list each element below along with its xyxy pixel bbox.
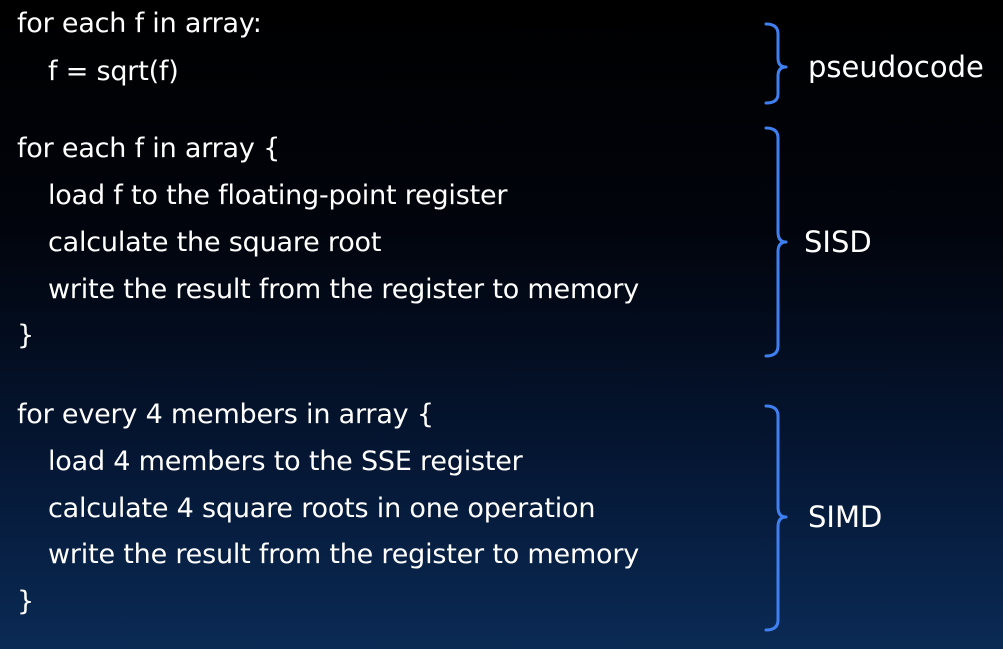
- sisd-line-5: }: [17, 320, 34, 351]
- pseudocode-line-1: for each f in array:: [17, 8, 262, 39]
- pseudocode-line-2: f = sqrt(f): [48, 56, 179, 87]
- simd-line-3: calculate 4 square roots in one operatio…: [48, 493, 596, 524]
- sisd-line-1: for each f in array {: [17, 133, 281, 164]
- sisd-label: SISD: [804, 225, 872, 259]
- pseudocode-label: pseudocode: [808, 50, 984, 84]
- simd-brace: [764, 404, 788, 632]
- sisd-line-4: write the result from the register to me…: [48, 274, 640, 305]
- sisd-line-2: load f to the floating-point register: [48, 180, 508, 211]
- pseudocode-brace: [764, 22, 788, 105]
- simd-label: SIMD: [808, 500, 883, 534]
- sisd-brace: [764, 126, 788, 358]
- simd-line-5: }: [17, 586, 34, 617]
- sisd-line-3: calculate the square root: [48, 227, 382, 258]
- simd-line-2: load 4 members to the SSE register: [48, 446, 523, 477]
- simd-line-1: for every 4 members in array {: [17, 399, 434, 430]
- simd-line-4: write the result from the register to me…: [48, 539, 640, 570]
